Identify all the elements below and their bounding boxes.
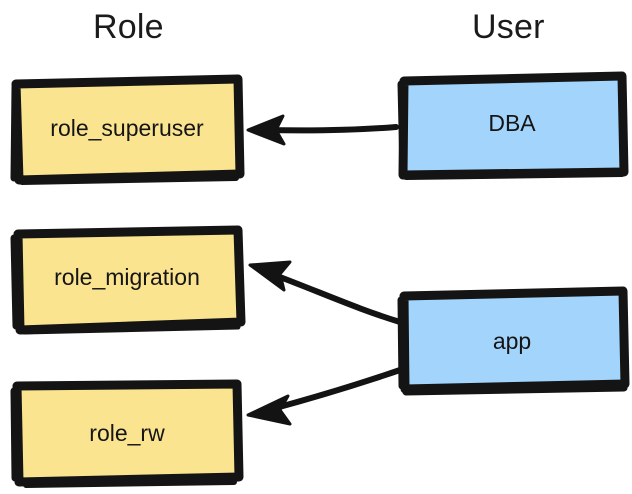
node-app[interactable]: app: [396, 286, 630, 396]
edge-app-to-role-rw: [246, 367, 403, 426]
column-header-role: Role: [93, 8, 164, 46]
node-shape: [10, 74, 245, 185]
column-header-user: User: [472, 8, 545, 46]
node-shape: [397, 286, 630, 396]
node-shape: [10, 379, 244, 488]
edge-dba-to-role-superuser: [246, 114, 399, 146]
node-role-migration[interactable]: role_migration: [10, 225, 246, 336]
node-shape: [10, 225, 246, 335]
edge-app-to-role-migration: [248, 260, 403, 325]
node-shape: [397, 71, 629, 180]
node-role-superuser[interactable]: role_superuser: [10, 74, 245, 186]
node-dba[interactable]: DBA: [396, 71, 629, 182]
node-role-rw[interactable]: role_rw: [10, 378, 244, 490]
